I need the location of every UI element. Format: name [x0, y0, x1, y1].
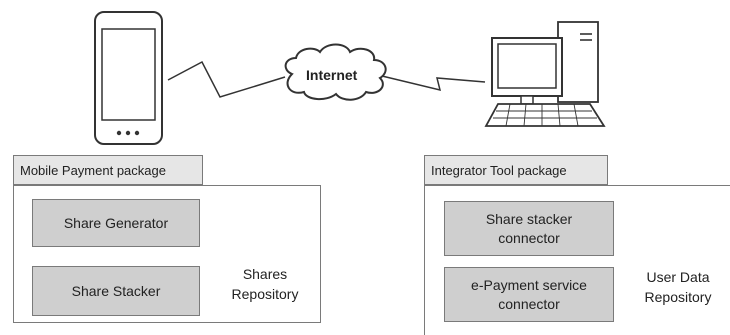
shares-repository-label: Shares Repository — [215, 264, 315, 305]
internet-cloud-icon — [284, 43, 387, 101]
repository-label-line: Repository — [231, 286, 299, 303]
user-data-repository-label: User Data Repository — [628, 267, 728, 308]
component-label-line: Share stacker — [485, 210, 573, 227]
internet-label: Internet — [306, 67, 358, 83]
component-label-line: e-Payment service — [471, 276, 587, 293]
component-label-line: connector — [498, 229, 560, 246]
repository-label-line: Shares — [242, 266, 288, 282]
epayment-service-connector-component: e-Payment service connector — [444, 267, 614, 322]
share-stacker-component: Share Stacker — [32, 266, 200, 316]
mobile-package-title: Mobile Payment package — [13, 155, 203, 185]
component-label-line: connector — [498, 295, 560, 312]
share-generator-component: Share Generator — [32, 199, 200, 247]
integrator-package-title: Integrator Tool package — [424, 155, 608, 185]
smartphone-icon — [94, 11, 163, 145]
desktop-network-link — [381, 75, 486, 92]
repository-label-line: Repository — [644, 289, 712, 306]
share-stacker-connector-component: Share stacker connector — [444, 201, 614, 256]
desktop-computer-icon — [484, 21, 606, 127]
repository-label-line: User Data — [646, 269, 710, 285]
phone-network-link — [167, 60, 286, 98]
